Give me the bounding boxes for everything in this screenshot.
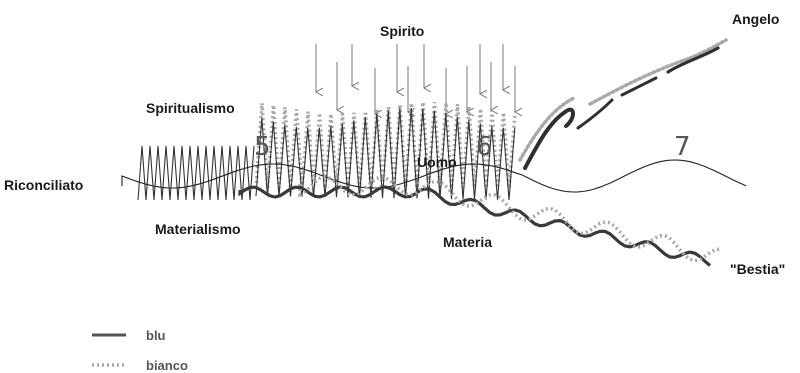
stage-number-5: 5: [254, 132, 271, 162]
label-riconciliato: Riconciliato: [4, 177, 83, 193]
stage-number-6: 6: [476, 132, 493, 162]
label-materialismo: Materialismo: [155, 221, 241, 237]
spiral-zigzag-left: [138, 146, 254, 200]
legend: blu bianco: [92, 328, 188, 373]
legend-bianco-label: bianco: [146, 358, 188, 373]
label-angelo: Angelo: [732, 11, 779, 27]
label-uomo: Uomo: [417, 154, 457, 170]
blu-band-lower: [240, 187, 710, 266]
label-spiritualismo: Spiritualismo: [146, 100, 235, 116]
label-materia: Materia: [443, 234, 492, 250]
angelo-ascent: [520, 40, 726, 168]
label-spirito: Spirito: [380, 23, 424, 39]
label-bestia: "Bestia": [730, 261, 785, 277]
spirit-arrows: [316, 44, 515, 114]
stage-number-7: 7: [674, 132, 691, 162]
legend-blu-label: blu: [146, 328, 166, 343]
